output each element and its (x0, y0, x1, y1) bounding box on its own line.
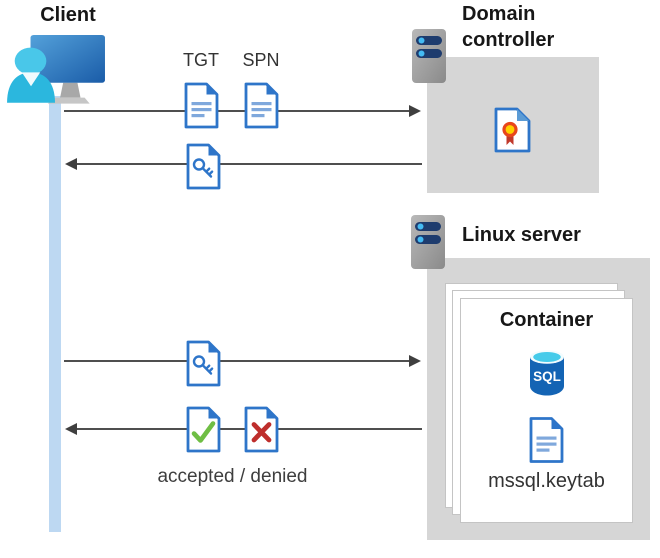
domain-controller-server-icon (412, 29, 446, 83)
domain-controller-node-label: Domain controller (462, 3, 555, 51)
spn-label: SPN (242, 50, 280, 70)
denied-document-icon (244, 406, 279, 453)
key-ticket-document-icon (186, 340, 221, 387)
accepted-document-icon (186, 406, 221, 453)
linux-server-server-icon (411, 215, 445, 269)
client-node-label: Client (40, 4, 96, 26)
certificate-document-icon (494, 107, 531, 153)
key-ticket-document-icon (186, 143, 221, 190)
container-card: Container SQL mssql.keytab (460, 298, 633, 523)
client-user-monitor-icon (7, 34, 105, 104)
arrow-domain-controller-to-client (65, 158, 422, 170)
sql-database-icon: SQL (529, 350, 564, 396)
sql-icon-text: SQL (533, 369, 561, 384)
spn-document-icon (244, 82, 279, 129)
tgt-document-icon (184, 82, 219, 129)
arrow-client-to-domain-controller (64, 105, 421, 117)
arrow-client-to-linux-server (64, 355, 421, 367)
accepted-denied-caption: accepted / denied (157, 466, 308, 487)
tgt-label: TGT (183, 50, 219, 70)
client-lifeline (49, 96, 61, 532)
keytab-file-label: mssql.keytab (488, 470, 605, 492)
keytab-document-icon (529, 417, 564, 463)
linux-server-node-label: Linux server (462, 224, 581, 246)
container-label: Container (499, 309, 594, 331)
